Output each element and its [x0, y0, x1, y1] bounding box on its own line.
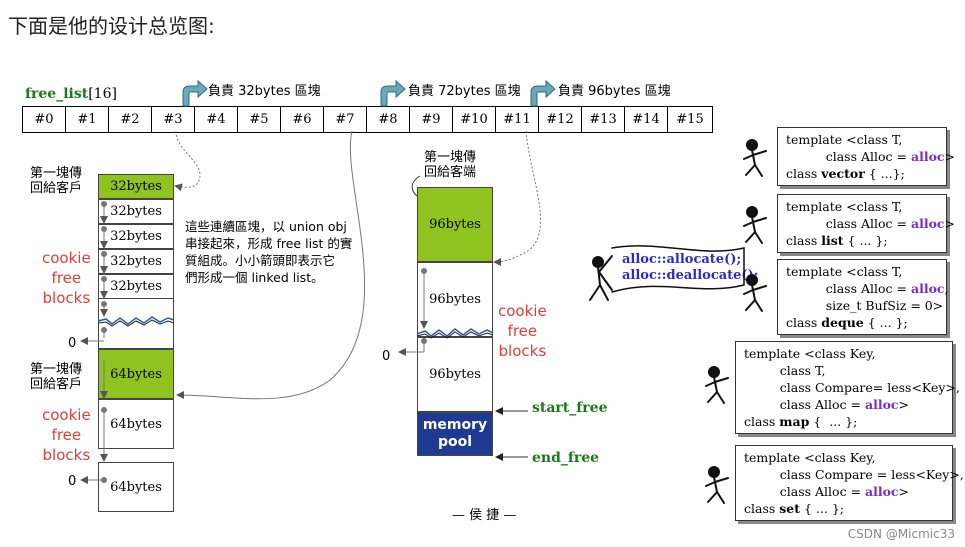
- second-first-block-label: 第一塊傳 回給客戶: [30, 362, 83, 392]
- block-64-first: 64bytes: [98, 349, 174, 399]
- union-obj-explanation: 這些連續區塊，以 union obj 串接起來，形成 free list 的實 …: [185, 219, 353, 285]
- block-96: 96bytes: [417, 262, 493, 337]
- page-heading: 下面是他的设计总览图:: [8, 14, 215, 38]
- break-line: [97, 316, 175, 325]
- callout-72: 負責 72bytes 區塊: [408, 84, 521, 99]
- cookie-free-blocks-2: cookie free blocks: [42, 406, 91, 464]
- free-list-array: #0#1#2#3#4#5#6#7#8#9#10#11#12#13#14 #15: [22, 106, 713, 133]
- block-96-first: 96bytes: [417, 187, 493, 262]
- author-footer: — 侯 捷 —: [452, 508, 517, 523]
- deallocate-call: alloc::deallocate();: [622, 268, 759, 283]
- block-64-last: 64bytes: [98, 462, 174, 512]
- free-list-slot-11: #11: [496, 107, 539, 132]
- free-list-slot-7: #7: [324, 107, 367, 132]
- free-list-slot-10: #10: [453, 107, 496, 132]
- template-vector: template <class T, class Alloc = alloc> …: [777, 127, 955, 186]
- callout-96: 負責 96bytes 區塊: [558, 84, 671, 99]
- null-zero-1: 0: [68, 336, 77, 351]
- csdn-watermark: CSDN @Micmic33: [847, 527, 955, 541]
- end-free-label: end_free: [532, 450, 600, 466]
- null-zero-3: 0: [382, 349, 391, 364]
- pointer-3-to-32: [174, 130, 201, 192]
- block-32: 32bytes: [98, 249, 174, 274]
- block-96: 96bytes: [417, 337, 493, 412]
- template-map: template <class Key, class T, class Comp…: [735, 341, 960, 434]
- free-list-slot-9: #9: [410, 107, 453, 132]
- template-deque: template <class T, class Alloc = alloc, …: [777, 259, 949, 335]
- free-list-label: free_list[16]: [25, 86, 117, 102]
- free-list-slot-5: #5: [238, 107, 281, 132]
- banner-figure-icon: [589, 245, 745, 301]
- free-list-slot-3: #3: [152, 107, 195, 132]
- first-block-label: 第一塊傳 回給客戶: [30, 166, 83, 196]
- free-list-slot-1: #1: [66, 107, 109, 132]
- callout-32: 負責 32bytes 區塊: [208, 84, 321, 99]
- template-list: template <class T, class Alloc = alloc> …: [777, 194, 955, 253]
- block-32: 32bytes: [98, 199, 174, 224]
- free-list-slot-4: #4: [195, 107, 238, 132]
- null-zero-2: 0: [68, 474, 77, 489]
- callout-arrow-icon: [182, 79, 556, 107]
- free-list-slot-6: #6: [281, 107, 324, 132]
- middle-first-label: 第一塊傳 回給客端: [424, 150, 477, 180]
- start-free-label: start_free: [532, 400, 608, 416]
- memory-pool: memory pool: [417, 412, 493, 456]
- free-list-slot-14: #14: [625, 107, 668, 132]
- alloc-calls: alloc::allocate(); alloc::deallocate();: [622, 252, 759, 284]
- free-list-size: [16]: [88, 86, 117, 102]
- free-list-name: free_list: [25, 86, 89, 102]
- chain-links-left: [80, 201, 108, 484]
- free-list-slot-13: #13: [582, 107, 625, 132]
- stick-figure-icon: [705, 139, 767, 504]
- break-line: [416, 328, 494, 337]
- block-64: 64bytes: [98, 399, 174, 449]
- cookie-free-blocks-3: cookie free blocks: [498, 302, 547, 360]
- allocate-call: alloc::allocate();: [622, 252, 742, 267]
- pointer-11-to-96: [493, 130, 542, 266]
- free-list-slot-0: #0: [23, 107, 66, 132]
- free-list-slot-15: #15: [676, 112, 704, 127]
- block-32: 32bytes: [98, 224, 174, 249]
- pointer-7-to-64: [176, 130, 366, 400]
- block-32: 32bytes: [98, 274, 174, 299]
- block-32-first: 32bytes: [98, 174, 174, 199]
- free-list-slot-12: #12: [539, 107, 582, 132]
- cookie-free-blocks-1: cookie free blocks: [42, 249, 91, 307]
- chain-links-middle: [398, 268, 428, 356]
- free-list-slot-8: #8: [367, 107, 410, 132]
- free-list-slot-2: #2: [109, 107, 152, 132]
- template-set: template <class Key, class Compare = les…: [735, 445, 964, 521]
